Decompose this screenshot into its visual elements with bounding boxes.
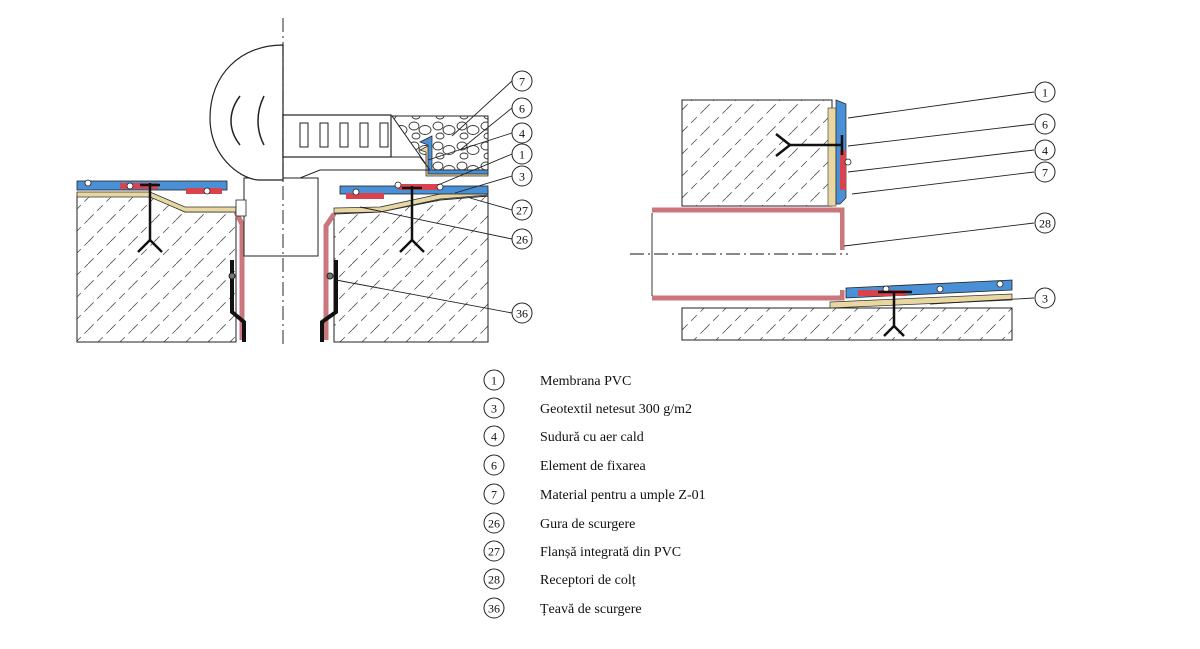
membrane-upstand <box>419 135 489 175</box>
svg-text:Receptori de colț: Receptori de colț <box>540 573 636 588</box>
callout-1-right: 1 <box>1034 81 1056 103</box>
grate-box <box>282 114 392 158</box>
floor-geotextile <box>829 293 1013 309</box>
flange-collar <box>235 199 247 217</box>
svg-text:6: 6 <box>519 102 525 116</box>
right-detail: 1 6 4 7 28 3 <box>630 81 1056 341</box>
svg-text:36: 36 <box>516 307 528 321</box>
wall-block-upper <box>681 99 833 207</box>
svg-text:28: 28 <box>1039 217 1051 231</box>
svg-text:Țeavă de scurgere: Țeavă de scurgere <box>540 602 642 617</box>
concrete-slab-left <box>76 195 237 343</box>
svg-text:3: 3 <box>1042 292 1048 306</box>
pipe-gasket-right <box>326 272 334 280</box>
wall-geotextile <box>827 107 837 207</box>
svg-text:4: 4 <box>491 430 497 444</box>
svg-text:28: 28 <box>488 573 500 587</box>
floor-anchor <box>878 290 912 337</box>
callout-7-left: 7 <box>511 70 533 92</box>
svg-text:4: 4 <box>1042 144 1048 158</box>
floor-slab-lower <box>681 307 1013 341</box>
svg-text:7: 7 <box>519 75 525 89</box>
legend-item: 28 Receptori de colț <box>483 568 636 590</box>
legend-item: 4 Sudură cu aer cald <box>483 425 644 447</box>
callout-7-right: 7 <box>1034 161 1056 183</box>
callout-4-right: 4 <box>1034 139 1056 161</box>
fasteners-left <box>84 179 444 196</box>
callout-36-left: 36 <box>511 302 533 324</box>
floor-fasteners <box>882 280 1004 293</box>
anchor-left <box>137 183 163 253</box>
weld-strip-1 <box>120 183 158 189</box>
svg-text:26: 26 <box>516 233 528 247</box>
svg-text:Element de fixarea: Element de fixarea <box>540 459 647 474</box>
svg-text:Sudură cu aer cald: Sudură cu aer cald <box>540 430 644 445</box>
svg-text:4: 4 <box>519 127 525 141</box>
drain-pipe-collar <box>230 260 338 342</box>
legend-item: 26 Gura de scurgere <box>483 512 635 534</box>
callout-4-left: 4 <box>511 122 533 144</box>
svg-text:6: 6 <box>491 459 497 473</box>
svg-text:6: 6 <box>1042 118 1048 132</box>
svg-text:3: 3 <box>519 170 525 184</box>
wall-weld-strip <box>840 150 846 190</box>
callout-6-right: 6 <box>1034 113 1056 135</box>
svg-text:36: 36 <box>488 602 500 616</box>
leader-lines-left <box>335 80 513 314</box>
svg-text:Material pentru a umple Z-01: Material pentru a umple Z-01 <box>540 488 706 503</box>
gravel-fill <box>391 115 489 171</box>
dome-strainer <box>209 44 284 181</box>
grate-support <box>283 156 432 179</box>
corner-receptor-pipe <box>652 207 845 301</box>
weld-strip-3 <box>346 193 384 199</box>
legend-item: 27 Flanșă integrată din PVC <box>483 540 681 562</box>
wall-fastener <box>844 158 852 166</box>
svg-text:1: 1 <box>1042 86 1048 100</box>
legend-item: 6 Element de fixarea <box>483 454 647 476</box>
callout-1-left: 1 <box>511 143 533 165</box>
svg-text:27: 27 <box>488 545 500 559</box>
leader-lines-right <box>843 91 1035 305</box>
callout-6-left: 6 <box>511 97 533 119</box>
wall-anchor <box>775 133 844 157</box>
inner-outlet-tube <box>243 177 319 257</box>
left-detail: 7 6 4 1 3 27 26 36 <box>76 18 533 346</box>
legend-item: 36 Țeavă de scurgere <box>483 597 642 619</box>
callout-3-left: 3 <box>511 165 533 187</box>
svg-text:27: 27 <box>516 204 528 218</box>
svg-text:Geotextil netesut 300 g/m2: Geotextil netesut 300 g/m2 <box>540 402 692 417</box>
legend-item: 7 Material pentru a umple Z-01 <box>483 483 706 505</box>
anchor-right <box>399 186 425 253</box>
svg-text:1: 1 <box>491 374 497 388</box>
callout-26-left: 26 <box>511 228 533 250</box>
svg-text:Flanșă integrată din PVC: Flanșă integrată din PVC <box>540 545 681 560</box>
callout-3-right: 3 <box>1034 287 1056 309</box>
svg-text:Gura de scurgere: Gura de scurgere <box>540 517 635 532</box>
legend-item: 3 Geotextil netesut 300 g/m2 <box>483 397 692 419</box>
grate-slots <box>299 122 389 148</box>
svg-text:7: 7 <box>1042 166 1048 180</box>
legend: 1 Membrana PVC 3 Geotextil netesut 300 g… <box>483 369 706 619</box>
svg-text:Membrana PVC: Membrana PVC <box>540 374 631 389</box>
svg-text:3: 3 <box>491 402 497 416</box>
pipe-gasket-left <box>228 272 236 280</box>
callout-28-right: 28 <box>1034 212 1056 234</box>
svg-text:26: 26 <box>488 517 500 531</box>
svg-text:1: 1 <box>519 148 525 162</box>
callout-27-left: 27 <box>511 199 533 221</box>
legend-item: 1 Membrana PVC <box>483 369 631 391</box>
svg-text:7: 7 <box>491 488 497 502</box>
